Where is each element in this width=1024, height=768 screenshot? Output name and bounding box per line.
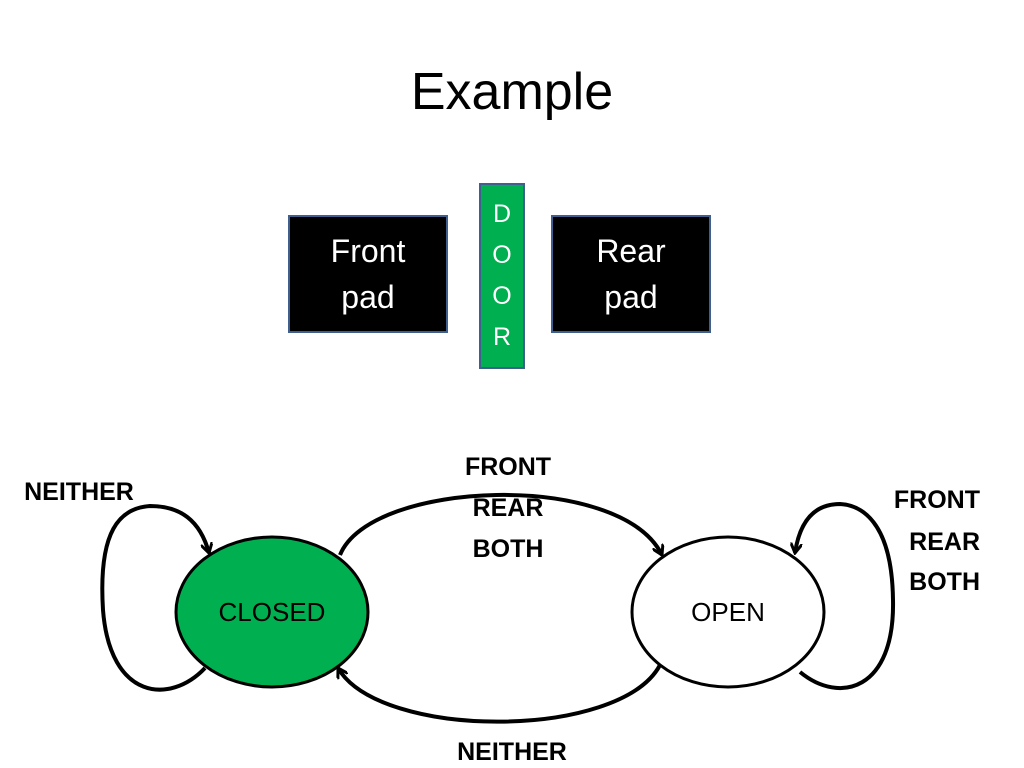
slide-title: Example bbox=[410, 63, 614, 121]
closed-to-open-label-line-3: BOTH bbox=[473, 535, 544, 563]
rear-pad-label-line-2: pad bbox=[604, 279, 658, 315]
closed-to-open-arrow bbox=[338, 492, 662, 555]
door-box: D O O R bbox=[479, 183, 525, 369]
rear-pad-box: Rear pad bbox=[551, 215, 711, 333]
closed-to-open-label-line-2: REAR bbox=[473, 494, 544, 522]
door-letter: O bbox=[492, 282, 512, 310]
open-to-closed-label: NEITHER bbox=[457, 738, 567, 766]
front-pad-label-line-1: Front bbox=[330, 233, 406, 269]
front-pad-box: Front pad bbox=[288, 215, 448, 333]
open-self-loop-arrow bbox=[795, 501, 896, 690]
open-self-loop-label-line-3: BOTH bbox=[909, 568, 980, 596]
closed-state-node bbox=[174, 535, 370, 689]
open-self-loop-label-line-2: REAR bbox=[909, 528, 980, 556]
open-state-label: OPEN bbox=[691, 597, 765, 627]
door-letter: D bbox=[492, 200, 512, 228]
door-letter: R bbox=[492, 323, 512, 351]
open-to-closed-arrow bbox=[336, 664, 662, 724]
closed-self-loop-label: NEITHER bbox=[24, 478, 134, 506]
door-letter: O bbox=[492, 241, 512, 269]
rear-pad-label-line-1: Rear bbox=[596, 233, 666, 269]
closed-self-loop-arrow bbox=[100, 503, 209, 692]
closed-to-open-label-line-1: FRONT bbox=[465, 453, 551, 481]
front-pad-label-line-2: pad bbox=[341, 279, 395, 315]
closed-state-label: CLOSED bbox=[219, 597, 326, 627]
open-self-loop-label-line-1: FRONT bbox=[894, 486, 980, 514]
open-state-node bbox=[630, 535, 826, 689]
